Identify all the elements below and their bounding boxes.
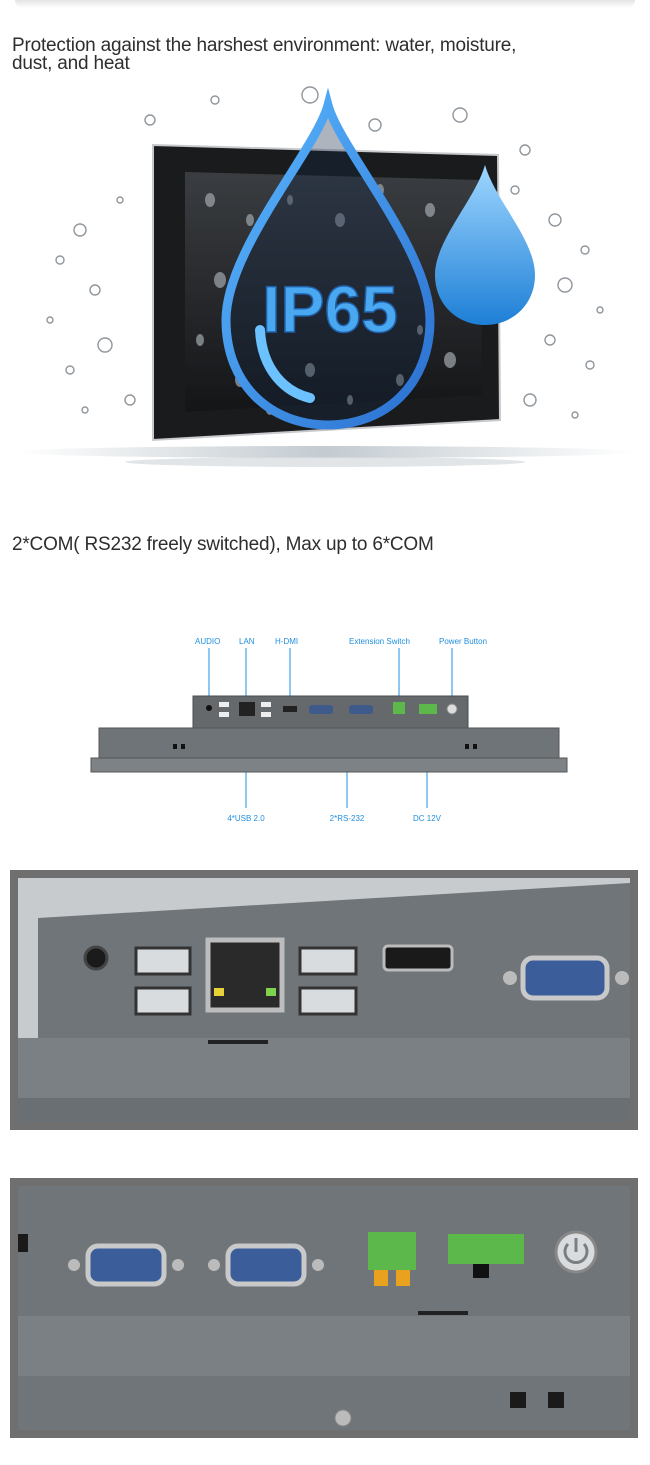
label-dc-12v: DC 12V bbox=[413, 814, 442, 823]
label-extension-switch: Extension Switch bbox=[349, 637, 410, 646]
serial-port bbox=[225, 1243, 307, 1287]
water-splash bbox=[46, 86, 604, 419]
ip65-illustration: IP65 bbox=[15, 86, 635, 467]
label-power-button: Power Button bbox=[439, 637, 487, 646]
dc-12v-terminal bbox=[448, 1234, 524, 1264]
lan-port bbox=[205, 937, 285, 1013]
audio-jack bbox=[83, 945, 109, 971]
device-side-view bbox=[90, 695, 568, 773]
ip65-heading: Protection against the harshest environm… bbox=[12, 35, 517, 74]
serial-port bbox=[85, 1243, 167, 1287]
label-usb: 4*USB 2.0 bbox=[227, 814, 265, 823]
port-diagram: AUDIO LAN H-DMI Extension Switch Power B… bbox=[90, 637, 568, 823]
serial-port bbox=[520, 955, 610, 1001]
water-surface bbox=[15, 446, 635, 458]
ip65-badge: IP65 bbox=[262, 272, 398, 346]
usb-port bbox=[134, 986, 192, 1016]
usb-port bbox=[134, 946, 192, 976]
blue-drop-icon bbox=[435, 165, 535, 325]
closeup-serial-power-photo bbox=[10, 1178, 638, 1438]
label-rs232: 2*RS-232 bbox=[330, 814, 365, 823]
label-audio: AUDIO bbox=[195, 637, 220, 646]
hdmi-port bbox=[382, 944, 454, 972]
water-drop-icon bbox=[221, 87, 435, 430]
usb-port bbox=[298, 946, 358, 976]
label-hdmi: H-DMI bbox=[275, 637, 298, 646]
extension-switch-terminal bbox=[368, 1232, 416, 1270]
label-lan: LAN bbox=[239, 637, 255, 646]
usb-port bbox=[298, 986, 358, 1016]
closeup-io-ports-photo bbox=[10, 870, 638, 1130]
com-heading: 2*COM( RS232 freely switched), Max up to… bbox=[12, 534, 434, 555]
top-shadow-divider bbox=[15, 0, 635, 8]
